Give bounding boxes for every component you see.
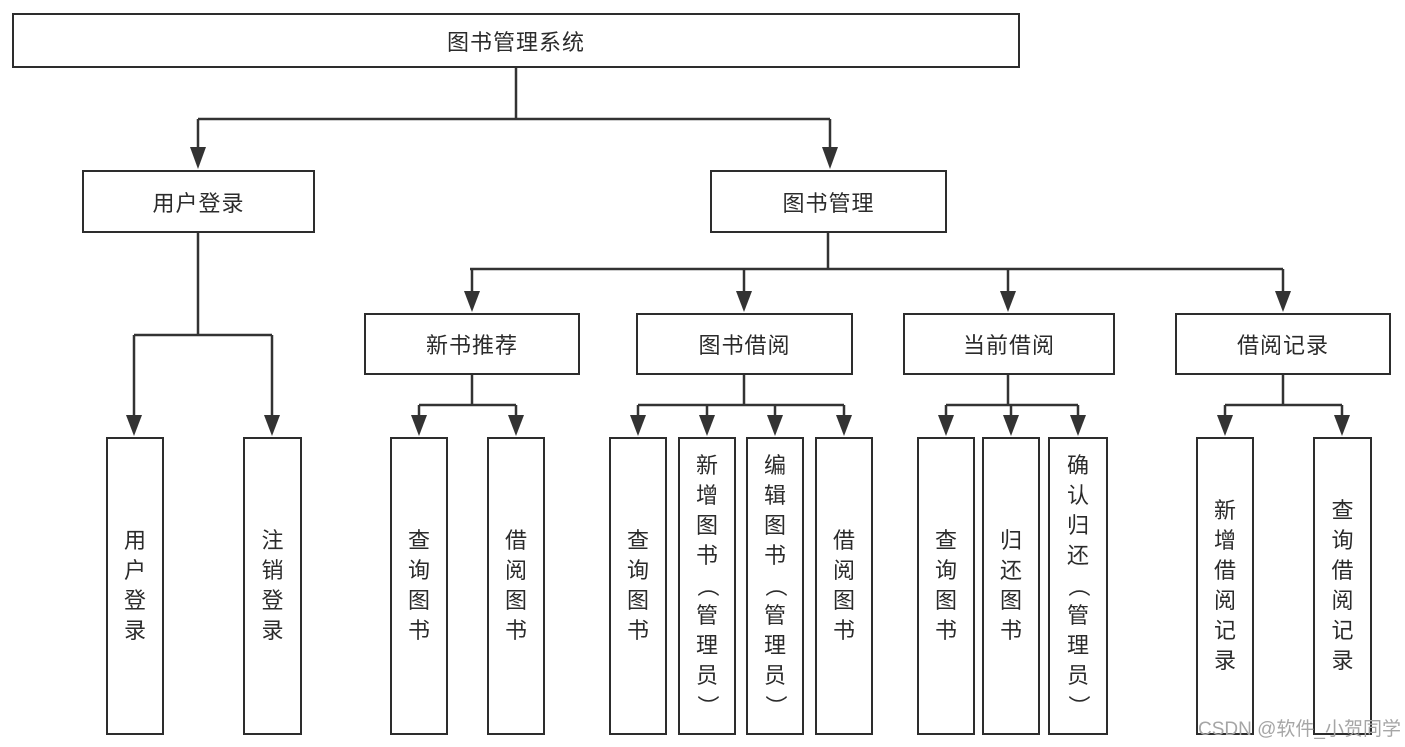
leaf-query-books-recommend: 查询图书 — [390, 437, 448, 735]
node-new-book-recommendation: 新书推荐 — [364, 313, 580, 375]
leaf-logout: 注销登录 — [243, 437, 302, 735]
leaf-borrow-books-borrowing: 借阅图书 — [815, 437, 873, 735]
node-library-management-system: 图书管理系统 — [12, 13, 1020, 68]
leaf-query-borrow-record: 查询借阅记录 — [1313, 437, 1372, 735]
node-book-borrowing: 图书借阅 — [636, 313, 853, 375]
node-user-login: 用户登录 — [82, 170, 315, 233]
node-book-management: 图书管理 — [710, 170, 947, 233]
node-borrowing-records: 借阅记录 — [1175, 313, 1391, 375]
watermark-text: CSDN @软件_小贺同学 — [1198, 719, 1401, 740]
leaf-borrow-books-recommend: 借阅图书 — [487, 437, 545, 735]
leaf-add-book-admin: 新增图书（管理员） — [678, 437, 736, 735]
leaf-confirm-return-admin: 确认归还（管理员） — [1048, 437, 1108, 735]
leaf-return-book: 归还图书 — [982, 437, 1040, 735]
leaf-add-borrow-record: 新增借阅记录 — [1196, 437, 1254, 735]
arrowhead-icons — [126, 147, 1350, 436]
leaf-query-books-current: 查询图书 — [917, 437, 975, 735]
leaf-edit-book-admin: 编辑图书（管理员） — [746, 437, 804, 735]
leaf-user-login: 用户登录 — [106, 437, 164, 735]
leaf-query-books-borrowing: 查询图书 — [609, 437, 667, 735]
node-current-borrowing: 当前借阅 — [903, 313, 1115, 375]
